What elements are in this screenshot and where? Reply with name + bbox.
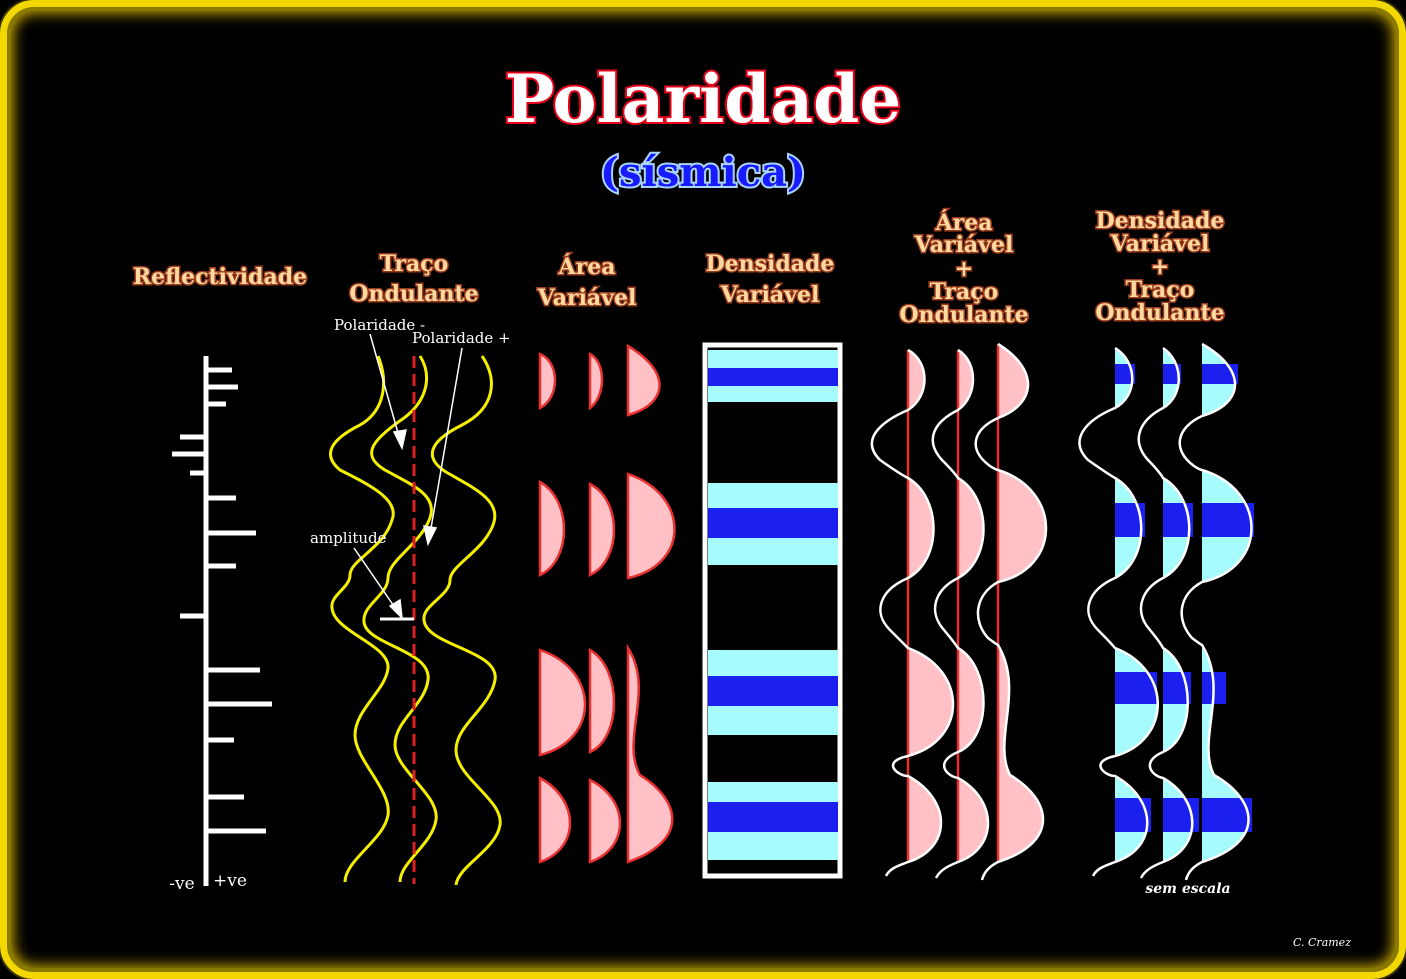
positive-axis-label: +ve bbox=[213, 871, 247, 891]
header-vaw-line2: Variável bbox=[914, 232, 1014, 258]
density-band-dark bbox=[708, 508, 838, 538]
va-wiggle-column bbox=[870, 342, 1048, 881]
wiggle-trace bbox=[1078, 346, 1159, 877]
arrow-head bbox=[388, 598, 403, 621]
area-lobe bbox=[588, 777, 622, 864]
slide-subtitle: (sísmica) bbox=[600, 149, 806, 196]
area-lobe bbox=[588, 647, 616, 754]
arrow-polarity-negative bbox=[369, 333, 401, 441]
density-band-dark bbox=[708, 676, 838, 706]
area-lobe bbox=[538, 479, 566, 577]
author-credit: C. Cramez bbox=[1293, 936, 1351, 949]
header-vdw-line5: Ondulante bbox=[1095, 300, 1224, 326]
arrow-amplitude bbox=[353, 547, 399, 613]
area-lobe bbox=[908, 776, 941, 862]
density-band-dark bbox=[1115, 798, 1151, 832]
area-lobe bbox=[538, 775, 572, 864]
header-reflectivity: Reflectividade bbox=[133, 264, 307, 290]
reflectivity-column bbox=[172, 356, 272, 886]
area-lobe bbox=[626, 343, 661, 417]
area-lobe bbox=[588, 351, 604, 411]
header-vaw-line5: Ondulante bbox=[899, 302, 1028, 328]
annotation-arrows bbox=[353, 333, 463, 621]
area-lobe bbox=[588, 481, 616, 577]
negative-axis-label: -ve bbox=[169, 874, 194, 894]
density-band-dark bbox=[1202, 503, 1254, 537]
header-wiggle-line1: Traço bbox=[380, 251, 449, 277]
no-scale-note: sem escala bbox=[1145, 881, 1230, 897]
amplitude-label: amplitude bbox=[310, 529, 387, 547]
arrow-head bbox=[392, 429, 407, 451]
wiggle-trace bbox=[1178, 342, 1253, 881]
header-vdw-line3: + bbox=[1151, 254, 1169, 280]
density-band-dark bbox=[708, 368, 838, 386]
area-lobe bbox=[908, 648, 953, 756]
wiggle-trace bbox=[974, 342, 1048, 881]
variable-density-column bbox=[702, 342, 843, 879]
density-band-dark bbox=[708, 802, 838, 832]
header-vaw-line3: + bbox=[955, 256, 973, 282]
area-lobe bbox=[998, 344, 1029, 418]
arrow-head bbox=[423, 525, 438, 547]
wiggle-trace-2 bbox=[362, 355, 438, 883]
header-va-line1: Área bbox=[558, 253, 616, 280]
polarity-negative-label: Polaridade - bbox=[334, 316, 425, 334]
area-lobe bbox=[958, 478, 984, 578]
header-vd-line1: Densidade bbox=[706, 251, 835, 277]
wiggle-trace bbox=[870, 348, 955, 877]
slide-title: Polaridade bbox=[505, 60, 902, 138]
area-lobe bbox=[538, 648, 587, 757]
wiggle-traces bbox=[329, 355, 502, 886]
wiggle-trace bbox=[931, 348, 990, 879]
header-vaw-line4: Traço bbox=[930, 279, 999, 305]
header-vdw-line2: Variável bbox=[1110, 231, 1210, 257]
vd-wiggle-column bbox=[1078, 342, 1254, 881]
wiggle-trace-1 bbox=[329, 355, 395, 883]
header-vaw-line1: Área bbox=[935, 209, 993, 236]
variable-area-column bbox=[538, 343, 676, 864]
polarity-positive-label: Polaridade + bbox=[412, 329, 511, 347]
area-lobe bbox=[908, 478, 934, 578]
header-va-line2: Variável bbox=[537, 285, 637, 311]
area-lobe bbox=[998, 470, 1046, 582]
wiggle-trace-3 bbox=[422, 355, 502, 886]
header-vdw-line4: Traço bbox=[1126, 277, 1195, 303]
header-vd-line2: Variável bbox=[720, 282, 820, 308]
area-lobe bbox=[998, 645, 1044, 862]
wiggle-trace bbox=[1137, 346, 1194, 879]
header-wiggle-line2: Ondulante bbox=[349, 281, 478, 307]
arrow-polarity-positive bbox=[429, 347, 463, 535]
header-vdw-line1: Densidade bbox=[1096, 208, 1225, 234]
area-lobe bbox=[958, 648, 984, 752]
area-lobe bbox=[538, 352, 557, 411]
area-lobe bbox=[626, 643, 674, 864]
density-band-dark bbox=[1163, 798, 1199, 832]
area-lobe bbox=[626, 472, 676, 580]
